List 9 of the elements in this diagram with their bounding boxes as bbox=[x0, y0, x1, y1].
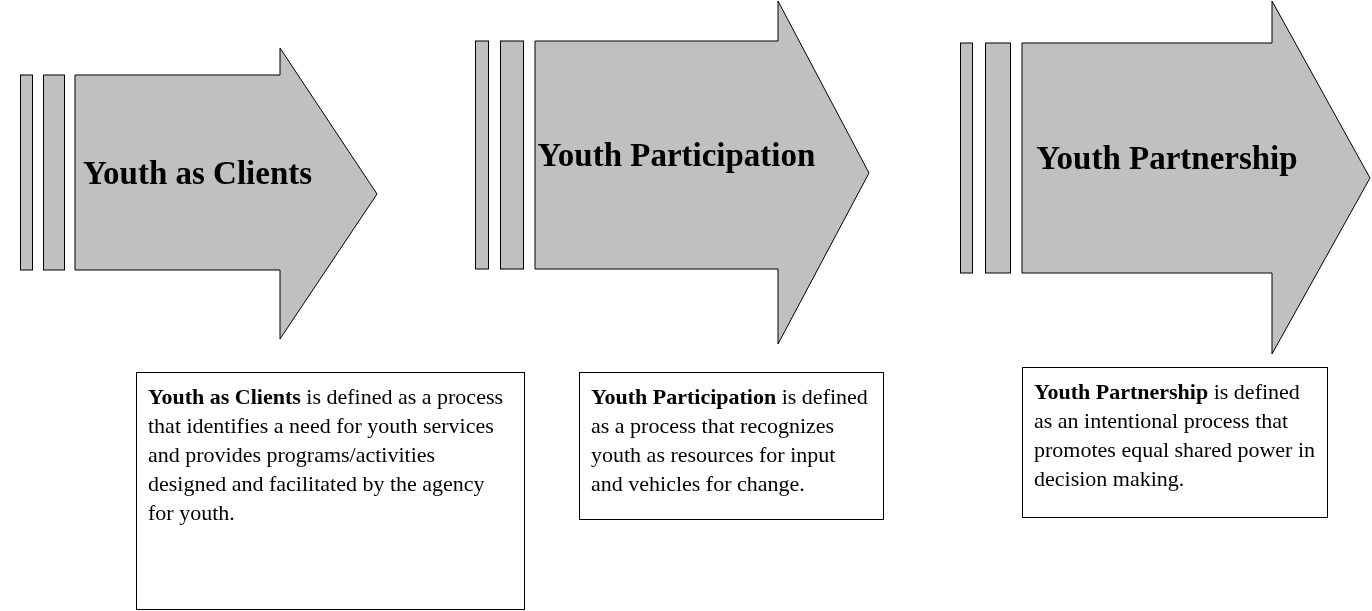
definition-text: Youth Participation is defined as a process that recognizes youth as resources for input and vehicles for change. bbox=[591, 383, 869, 498]
arrow-label: Youth Partnership bbox=[1036, 139, 1298, 177]
arrow-label: Youth as Clients bbox=[82, 153, 313, 192]
definition-text: Youth Partnership is defined as an intentional process that promotes equal shared power in decision making. bbox=[1034, 378, 1316, 493]
definition-text: Youth as Clients is defined as a process that identifies a need for youth services and provides programs/activities designed and facilitated by the agency for youth. bbox=[148, 383, 505, 527]
definition-box bbox=[1022, 367, 1328, 518]
definition-box bbox=[136, 372, 525, 610]
arrow-label: Youth Participation bbox=[537, 136, 816, 174]
definition-box bbox=[579, 372, 884, 520]
